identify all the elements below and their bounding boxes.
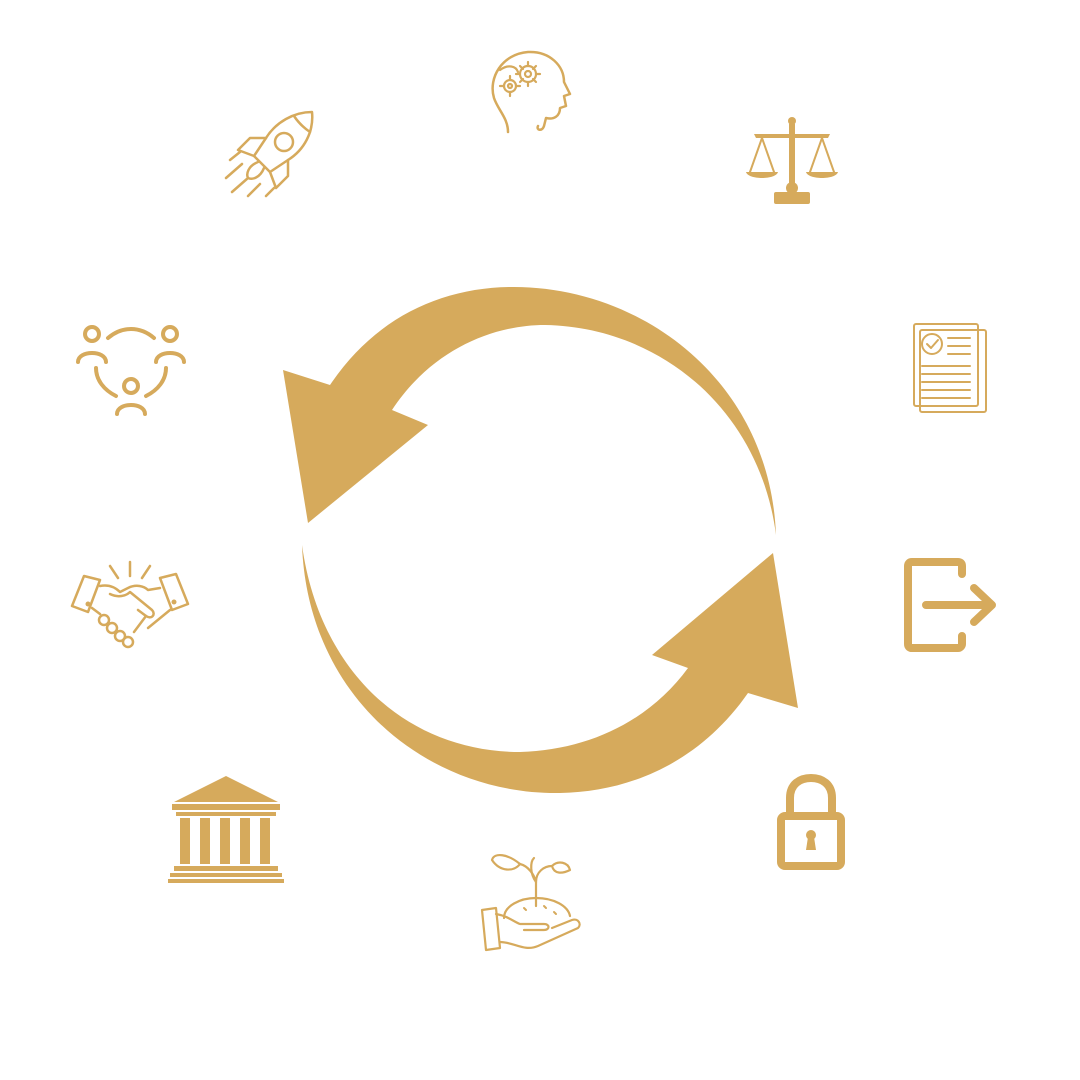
- cycle-arrow-bottom: [302, 545, 798, 794]
- connected-people-icon: [74, 324, 188, 420]
- approved-document-icon: [912, 322, 988, 414]
- padlock-icon: [776, 774, 846, 870]
- exit-arrow-icon: [902, 558, 998, 654]
- brain-gears-icon: [488, 48, 578, 138]
- center-label: [380, 420, 700, 660]
- bank-building-icon: [168, 774, 284, 884]
- handshake-icon: [70, 558, 190, 650]
- cycle-arrow-top: [283, 286, 776, 535]
- hand-with-sprout-icon: [474, 848, 584, 954]
- rocket-icon: [222, 108, 318, 204]
- scales-of-justice-icon: [744, 116, 840, 206]
